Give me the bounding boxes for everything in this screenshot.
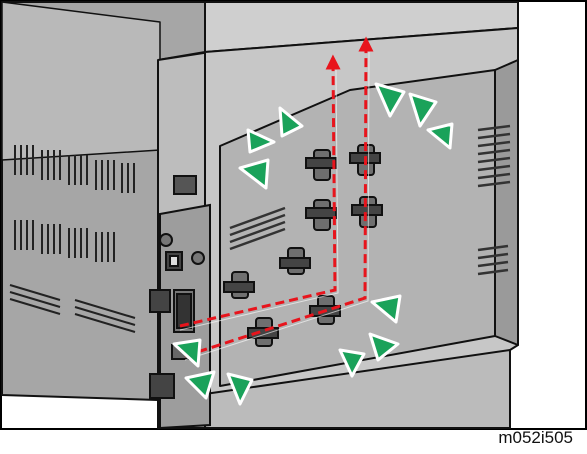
figure-caption: m052i505: [498, 428, 573, 448]
printer-rear-illustration: [0, 0, 587, 432]
latch: [174, 176, 196, 194]
printer-body: [2, 2, 518, 428]
